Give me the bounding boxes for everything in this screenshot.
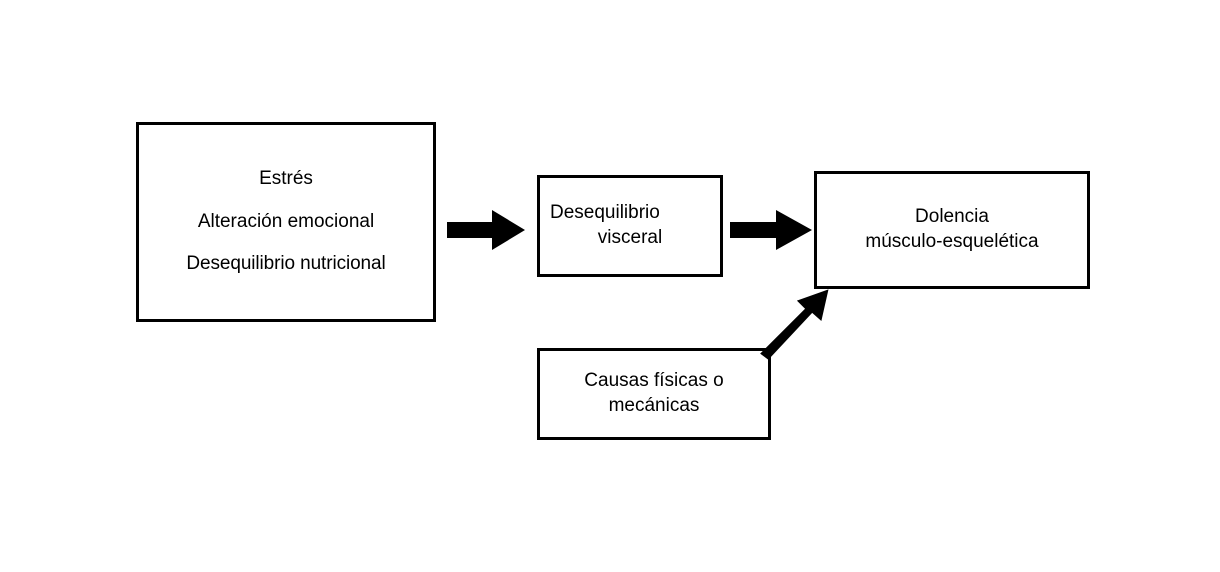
node-causas-fisicas-mecanicas[interactable]: Causas físicas o mecánicas	[537, 348, 771, 440]
node-desequilibrio-visceral[interactable]: Desequilibrio visceral	[537, 175, 723, 277]
node-dolencia-line-1: Dolencia	[915, 206, 989, 228]
arrow-right-icon-stress-to-visceral	[447, 210, 525, 250]
arrow-right-icon-visceral-to-musculo	[730, 210, 812, 250]
node-dolencia-line-2: músculo-esquelética	[865, 231, 1039, 252]
node-estres[interactable]: Estrés Alteración emocional Desequilibri…	[136, 122, 436, 322]
node-estres-line-2: Alteración emocional	[197, 210, 375, 232]
node-estres-line-1: Estrés	[259, 167, 313, 189]
node-estres-line-3: Desequilibrio nutricional	[186, 253, 386, 275]
node-causas-line-2: mecánicas	[608, 395, 700, 416]
node-dolencia-musculo-esqueletica[interactable]: Dolencia músculo-esquelética	[814, 171, 1090, 289]
node-desequilibrio-visceral-line-1: Desequilibrio	[550, 202, 660, 224]
node-desequilibrio-visceral-line-2: visceral	[597, 227, 663, 248]
node-causas-line-1: Causas físicas o	[584, 370, 724, 392]
arrow-up-right-icon-causas-to-musculo	[760, 289, 829, 360]
